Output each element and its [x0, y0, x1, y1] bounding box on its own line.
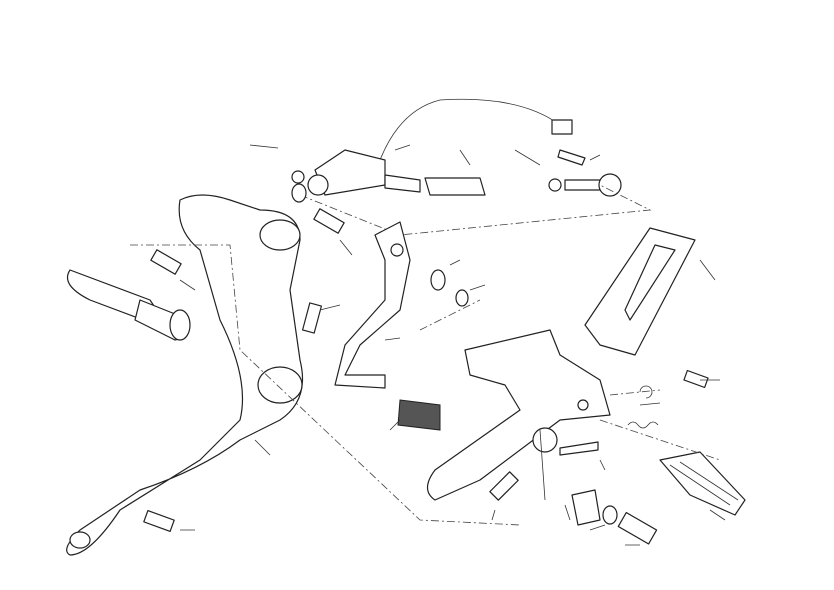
- shift-rod-icon: [384, 149, 622, 197]
- bolt-icon: [143, 208, 709, 545]
- pivot-sleeve-icon: [66, 269, 191, 341]
- gear-lever-icon: [334, 221, 411, 389]
- washer-icon: [291, 183, 618, 525]
- heel-guard-icon: [584, 227, 696, 356]
- left-bracket-icon: [66, 194, 304, 556]
- footpeg-icon: [659, 451, 746, 516]
- bushing-icon: [559, 441, 601, 526]
- leader-lines: [179, 144, 726, 546]
- rear-set-plate-icon: [426, 329, 611, 501]
- spring-icon: [627, 385, 659, 429]
- shift-sensor-icon: [291, 98, 573, 196]
- lever-rubber-icon: [397, 399, 441, 431]
